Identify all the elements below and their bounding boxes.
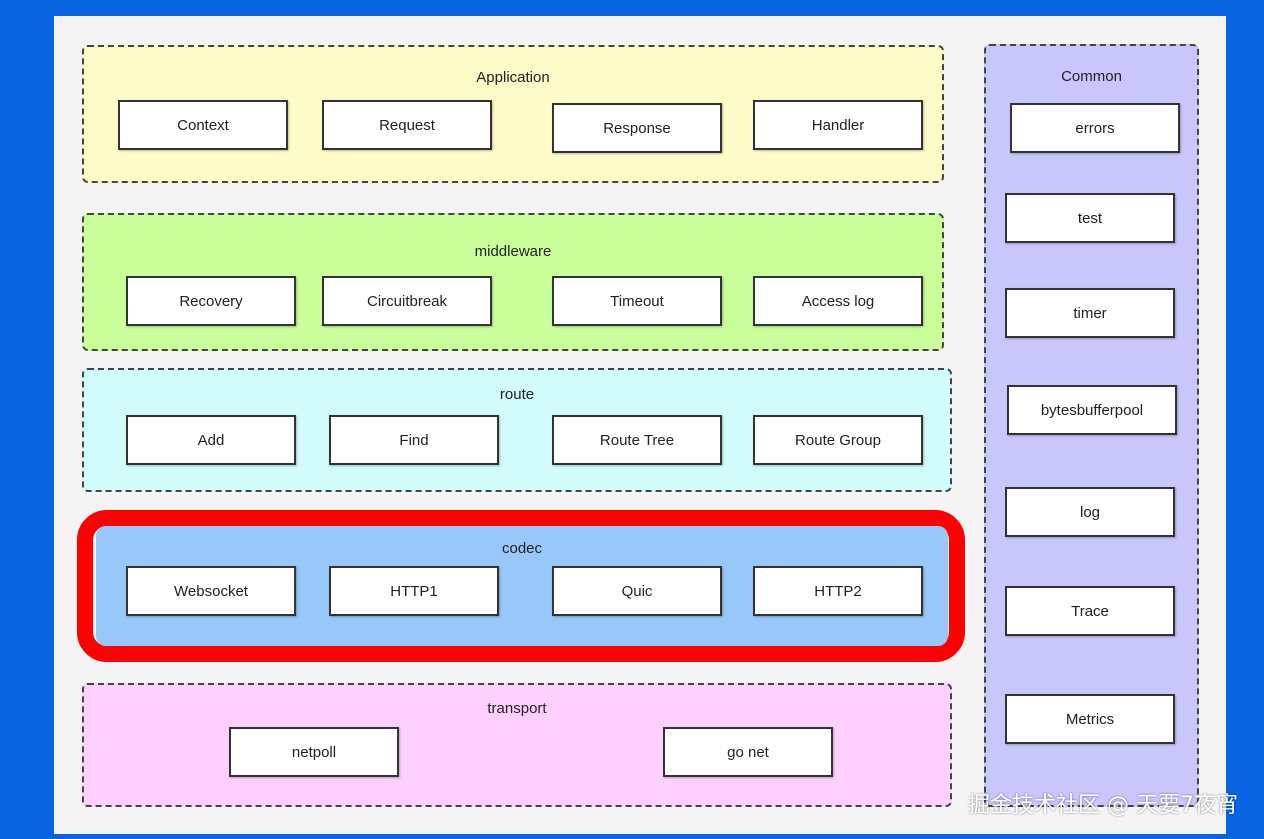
middleware-item-timeout: Timeout: [552, 276, 722, 326]
codec-item-quic: Quic: [552, 566, 722, 616]
route-item-find: Find: [329, 415, 499, 465]
middleware-item-circuitbreak: Circuitbreak: [322, 276, 492, 326]
route-layer-title: route: [499, 386, 535, 403]
route-item-route-tree: Route Tree: [552, 415, 722, 465]
common-layer-title: Common: [1061, 68, 1122, 85]
middleware-layer-title: middleware: [474, 243, 552, 260]
codec-item-websocket: Websocket: [126, 566, 296, 616]
common-item-log: log: [1005, 487, 1175, 537]
common-item-bytesbufferpool: bytesbufferpool: [1007, 385, 1177, 435]
transport-layer-title: transport: [487, 700, 547, 717]
common-item-errors: errors: [1010, 103, 1180, 153]
middleware-item-recovery: Recovery: [126, 276, 296, 326]
application-item-handler: Handler: [753, 100, 923, 150]
application-item-request: Request: [322, 100, 492, 150]
application-item-context: Context: [118, 100, 288, 150]
codec-layer-title: codec: [501, 540, 543, 557]
route-item-add: Add: [126, 415, 296, 465]
transport-item-netpoll: netpoll: [229, 727, 399, 777]
route-item-route-group: Route Group: [753, 415, 923, 465]
codec-highlight-frame: [77, 510, 965, 662]
middleware-item-access-log: Access log: [753, 276, 923, 326]
transport-item-go-net: go net: [663, 727, 833, 777]
codec-item-http2: HTTP2: [753, 566, 923, 616]
common-item-test: test: [1005, 193, 1175, 243]
common-item-metrics: Metrics: [1005, 694, 1175, 744]
common-item-trace: Trace: [1005, 586, 1175, 636]
common-item-timer: timer: [1005, 288, 1175, 338]
codec-item-http1: HTTP1: [329, 566, 499, 616]
application-layer-title: Application: [476, 69, 550, 86]
watermark-text: 掘金技术社区 @ 天要7夜宵: [968, 793, 1238, 818]
application-item-response: Response: [552, 103, 722, 153]
